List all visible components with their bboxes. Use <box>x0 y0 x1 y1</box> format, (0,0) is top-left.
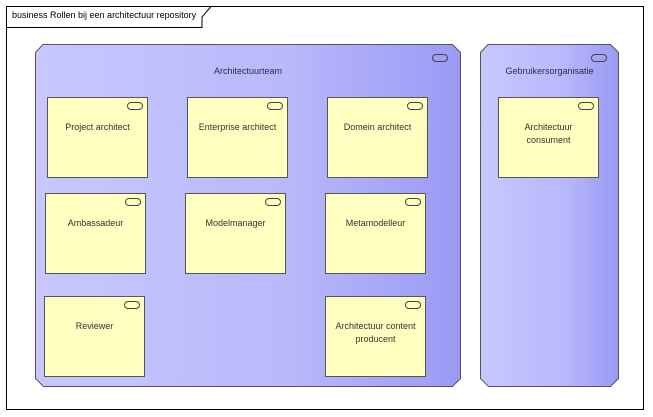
role-reviewer[interactable]: Reviewer <box>44 296 145 377</box>
role-label: Reviewer <box>75 321 114 331</box>
business-collaboration-icon <box>591 54 607 62</box>
business-role-icon <box>125 198 141 206</box>
role-enterprise-architect[interactable]: Enterprise architect <box>187 97 288 178</box>
role-modelmanager[interactable]: Modelmanager <box>185 193 286 274</box>
role-label: Project architect <box>65 122 130 132</box>
business-role-icon <box>578 102 594 110</box>
role-domein-architect[interactable]: Domein architect <box>327 97 428 178</box>
business-role-icon <box>267 102 283 110</box>
role-label: Domein architect <box>343 122 412 132</box>
group-title: Architectuurteam <box>213 66 283 76</box>
role-project-architect[interactable]: Project architect <box>47 97 148 178</box>
group-architectuurteam[interactable]: Architectuurteam Project architect Enter… <box>35 44 461 387</box>
group-shape <box>480 44 619 387</box>
business-role-icon <box>127 102 143 110</box>
title-tab-shape <box>6 6 212 28</box>
business-collaboration-icon <box>432 54 448 62</box>
group-title: Gebruikersorganisatie <box>505 66 594 76</box>
role-ambassadeur[interactable]: Ambassadeur <box>45 193 146 274</box>
business-role-icon <box>265 198 281 206</box>
role-label: Architectuur consument <box>524 122 573 145</box>
business-role-icon <box>405 198 421 206</box>
role-label: Architectuur content producent <box>335 321 416 344</box>
group-gebruikersorganisatie[interactable]: Gebruikersorganisatie Architectuur consu… <box>480 44 619 387</box>
role-label: Ambassadeur <box>67 218 124 228</box>
role-label: Enterprise architect <box>198 122 277 132</box>
business-role-icon <box>405 301 421 309</box>
diagram-title: business Rollen bij een architectuur rep… <box>12 10 197 20</box>
role-metamodelleur[interactable]: Metamodelleur <box>325 193 426 274</box>
role-architectuur-content-producent[interactable]: Architectuur content producent <box>325 296 426 377</box>
role-architectuur-consument[interactable]: Architectuur consument <box>498 97 599 178</box>
business-role-icon <box>124 301 140 309</box>
business-role-icon <box>407 102 423 110</box>
role-label: Metamodelleur <box>345 218 406 228</box>
diagram-frame <box>6 6 644 410</box>
role-label: Modelmanager <box>205 218 266 228</box>
